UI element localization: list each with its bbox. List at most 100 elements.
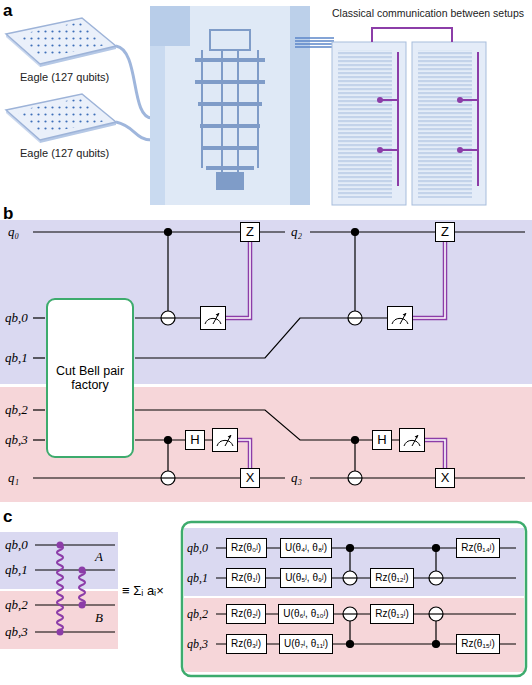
classical-wire (226, 242, 250, 318)
gate-label: Rz(θ₁₃ʲ) (375, 608, 408, 620)
cable (116, 46, 152, 118)
gate-label: Rz(θ₃ʲ) (231, 638, 261, 650)
classical-wire (226, 242, 445, 468)
cnot-gate (347, 641, 354, 648)
gate-box: Rz(θ₁ʲ) (226, 568, 266, 588)
gate-box: U(θ₆ʲ, θ₁₀ʲ) (278, 604, 334, 624)
qubit-label: qb,2 (5, 597, 28, 613)
cnot-gate (348, 317, 362, 318)
classical-wire (238, 440, 250, 468)
gate-box: Rz(θ₁₄ʲ) (456, 538, 500, 558)
cryostat-illustration (290, 6, 310, 205)
chip-label: Eagle (127 qubits) (20, 71, 109, 83)
qubit-label: qb,0 (187, 541, 208, 556)
cnot-gate (343, 607, 357, 621)
cryostat-illustration (195, 58, 265, 190)
qubit-wire (135, 317, 200, 318)
classical-link (397, 52, 399, 186)
cnot-gate (348, 311, 362, 325)
rack-illustration (418, 50, 472, 198)
qubit-wire (33, 439, 45, 440)
classical-wire (238, 440, 250, 468)
link-dot (457, 97, 463, 103)
qubit-label: qb,2 (5, 402, 28, 418)
cable-bundle (295, 43, 334, 45)
classical-wire (425, 440, 445, 468)
rack-illustration (332, 42, 406, 205)
qubit-wire (35, 544, 115, 545)
qubit-label: q₂ (291, 224, 302, 240)
gate-label: X (441, 471, 450, 486)
qubit-wire (135, 318, 387, 358)
cnot-gate (343, 577, 357, 578)
qubit-label: qb,1 (187, 571, 208, 586)
cryostat-illustration (200, 124, 260, 128)
cable-bundle (295, 40, 334, 42)
qubit-label: q₀ (8, 224, 19, 240)
cnot-gate (352, 229, 359, 236)
classical-link (477, 52, 479, 186)
classical-link (372, 28, 478, 186)
qubit-wire (310, 231, 525, 232)
chip-illustration (6, 94, 116, 143)
cryostat-illustration (257, 50, 259, 168)
gate-box: Rz(θ₁₃ʲ) (370, 604, 414, 624)
gate-box: H (372, 430, 392, 450)
gate-label: Rz(θ₁₂ʲ) (375, 572, 408, 584)
qubit-label: qb,1 (5, 562, 28, 578)
cnot-gate (161, 311, 175, 325)
cnot-gate (161, 471, 175, 485)
cnot-gate (433, 641, 440, 648)
qubit-label: q₁ (8, 470, 19, 486)
gate-label: Cut Bell pair factory (52, 364, 128, 393)
chip-label: Eagle (127 qubits) (20, 147, 109, 159)
chip-illustration (6, 18, 116, 67)
gate-box: U(θ₇ʲ, θ₁₁ʲ) (279, 634, 333, 654)
entanglement-dot (57, 629, 64, 636)
party-label: A (95, 549, 103, 565)
cnot-gate (429, 607, 443, 621)
cnot-gate (347, 545, 354, 552)
gate-label: U(θ₆ʲ, θ₁₀ʲ) (283, 608, 328, 620)
link-dot (377, 97, 383, 103)
chip-illustration (6, 18, 116, 143)
gate-label: Rz(θ₁₅ʲ) (461, 638, 494, 650)
cryostat-illustration (195, 80, 265, 84)
cnot-gate (165, 437, 172, 444)
measurement-symbol (400, 429, 425, 452)
cryostat-illustration (210, 30, 250, 50)
cable (116, 46, 152, 140)
qubit-wire (310, 477, 525, 478)
cryostat-illustration (195, 58, 265, 62)
band-b (184, 598, 524, 672)
cable-bundle (295, 38, 334, 47)
cryostat-illustration (202, 30, 258, 172)
cryostat-illustration (150, 6, 190, 46)
gate-label: Rz(θ₁ʲ) (231, 572, 260, 584)
qubit-label: qb,0 (5, 537, 28, 553)
link-dot (377, 97, 463, 153)
qubit-label: qb,2 (187, 607, 208, 622)
gate-label: Rz(θ₂ʲ) (231, 608, 261, 620)
entanglement-wave (79, 570, 85, 605)
measurement-symbol (213, 429, 238, 452)
cryostat-illustration (198, 102, 262, 106)
gate-label: H (377, 433, 386, 448)
qubit-label: qb,3 (187, 637, 208, 652)
cnot-gate (429, 577, 443, 578)
link-dot (377, 147, 383, 153)
gate-box: Z (240, 222, 260, 242)
qubit-label: q₃ (291, 470, 302, 486)
cryostat-illustration (216, 172, 244, 190)
entanglement-dot (79, 567, 86, 574)
cnot-gate (343, 571, 357, 585)
classical-link (372, 28, 452, 42)
cnot-gate (429, 571, 443, 585)
classical-wire (226, 242, 250, 318)
equation: ≡ Σᵢ aᵢ× (122, 583, 164, 598)
link-dot (457, 147, 463, 153)
qubit-wire (33, 232, 525, 478)
cnot-gate (352, 437, 359, 444)
gate-box: X (435, 468, 455, 488)
classical-wire (413, 242, 445, 318)
